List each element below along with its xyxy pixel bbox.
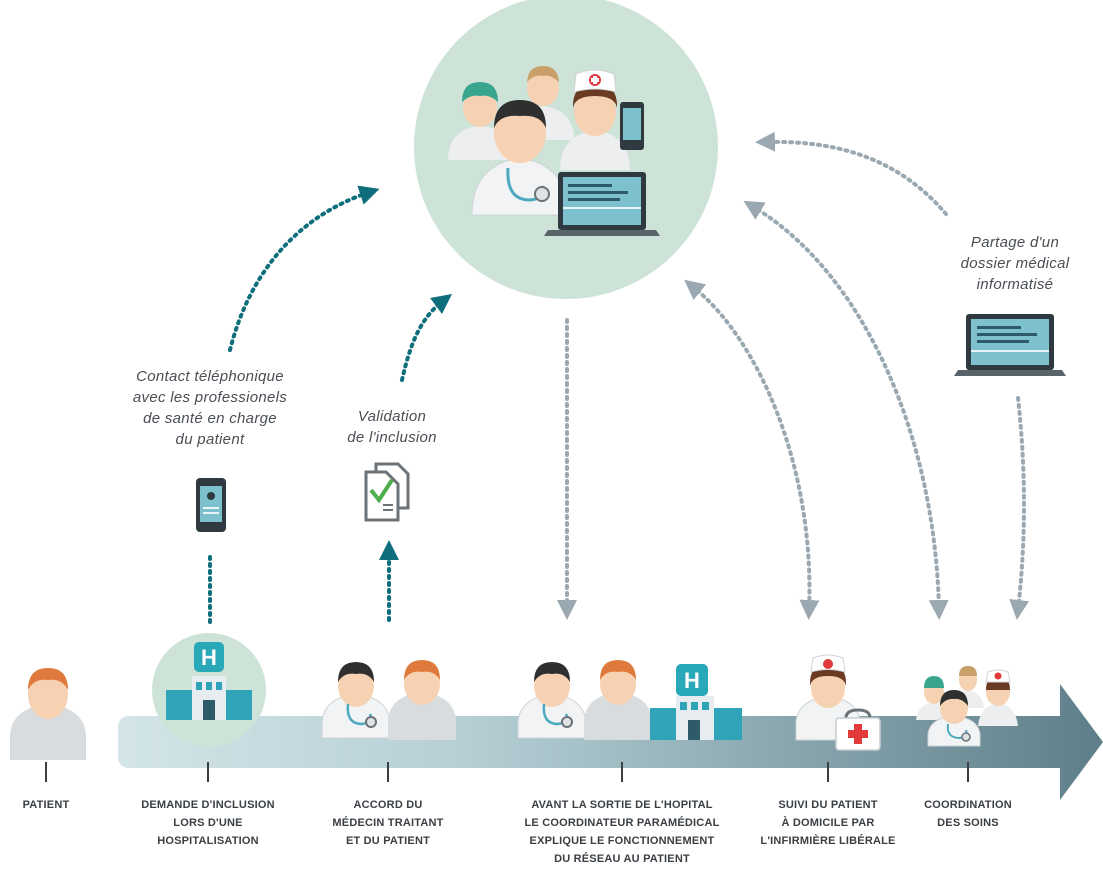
step-line: AVANT LA SORTIE DE L'HOPITAL [531, 799, 713, 811]
timeline-arrow [118, 684, 1103, 800]
step-line: À DOMICILE PAR [781, 817, 875, 829]
care-team-icon [448, 66, 660, 236]
note-contact: Contact téléphonique avec les profession… [112, 366, 308, 450]
note-line: du patient [175, 431, 245, 448]
step-line: HOSPITALISATION [157, 835, 259, 847]
patient-icon [10, 668, 86, 760]
patient-icon [388, 660, 456, 740]
hospital-icon: H [152, 633, 266, 747]
note-line: de santé en charge [143, 410, 277, 427]
patient-icon [584, 660, 652, 740]
note-line: avec les professionels [132, 389, 288, 406]
arrow-laptop-down [1009, 396, 1030, 620]
laptop-icon [954, 314, 1066, 376]
arrow-validation-to-team [400, 293, 452, 382]
smartphone-icon [196, 478, 226, 532]
doctor-icon [517, 662, 587, 739]
note-line: Contact téléphonique [136, 368, 284, 385]
step-line: LORS D'UNE [173, 817, 243, 829]
step-line: DES SOINS [937, 817, 999, 829]
arrow-partage-to-team [755, 131, 948, 216]
svg-text:H: H [201, 645, 217, 670]
note-line: informatisé [976, 276, 1054, 293]
note-line: Validation [357, 408, 427, 425]
step-line: PATIENT [22, 799, 70, 811]
step-label-coordination: COORDINATION DES SOINS [924, 796, 1012, 832]
step-label-sortie: AVANT LA SORTIE DE L'HOPITAL LE COORDINA… [524, 796, 719, 868]
document-check-icon [364, 462, 410, 522]
note-validation: Validation de l'inclusion [330, 406, 454, 448]
arrow-contact-to-team [228, 185, 380, 352]
care-team-icon [916, 666, 1018, 747]
timeline-ticks [45, 762, 969, 782]
hospital-icon: H [650, 664, 742, 740]
step-line: LE COORDINATEUR PARAMÉDICAL [524, 817, 720, 829]
svg-text:H: H [684, 668, 700, 693]
step-label-inclusion: DEMANDE D'INCLUSION LORS D'UNE HOSPITALI… [141, 796, 275, 850]
step-label-accord: ACCORD DU MÉDECIN TRAITANT ET DU PATIENT [332, 796, 443, 850]
nurse-icon [795, 654, 861, 741]
note-line: Partage d'un [970, 234, 1060, 251]
note-line: de l'inclusion [347, 429, 437, 446]
step-line: ET DU PATIENT [345, 835, 431, 847]
step-line: DEMANDE D'INCLUSION [141, 799, 275, 811]
step-line: ACCORD DU [353, 799, 423, 811]
doctor-icon [321, 662, 391, 739]
medical-kit-icon [835, 708, 881, 751]
step-line: L'INFIRMIÈRE LIBÉRALE [760, 835, 896, 847]
arrow-coordination-bidirectional [743, 200, 949, 620]
step-line: EXPLIQUE LE FONCTIONNEMENT [529, 835, 715, 847]
step-label-suivi: SUIVI DU PATIENT À DOMICILE PAR L'INFIRM… [760, 796, 895, 850]
step-line: SUIVI DU PATIENT [778, 799, 878, 811]
note-partage: Partage d'un dossier médical informatisé [940, 232, 1090, 295]
step-line: COORDINATION [924, 799, 1012, 811]
step-label-patient: PATIENT [23, 796, 70, 814]
step-line: DU RÉSEAU AU PATIENT [554, 853, 690, 865]
arrow-suivi-bidirectional [684, 279, 820, 620]
note-line: dossier médical [960, 255, 1070, 272]
step-line: MÉDECIN TRAITANT [332, 817, 444, 829]
